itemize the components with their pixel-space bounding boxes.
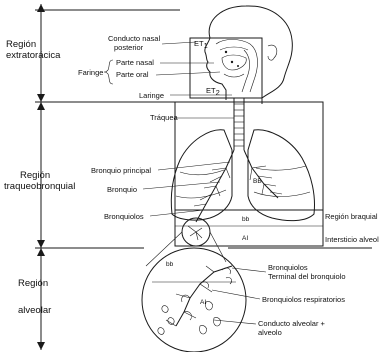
region-extrathoracic-line1: Región [6,39,36,50]
region-tracheobronchial-line1: Región [20,170,50,181]
label-conducto-alveolar-line2: alveolo [258,328,282,337]
magnify-link-left [146,232,182,266]
trachea [234,98,244,150]
label-laringe: Laringe [139,91,164,100]
label-bronquio-principal: Bronquio principal [91,166,151,175]
label-terminal-bronquiolo: Terminal del bronquiolo [268,272,346,281]
label-conducto-alveolar-line1: Conducto alveolar + [258,319,326,328]
leader-bronquio [143,182,220,189]
bb-small-code: bb [242,216,250,223]
et1-code: ET1 [194,39,208,50]
region-tracheobronchial-label: Región traqueobronquial [4,170,75,192]
ai-code: AI [242,235,248,242]
label-bronquiolos-alveolar: Bronquiolos [268,263,308,272]
region-alveolar-line1: Región [18,278,48,289]
leader-bronquiolos-respiratorios [212,290,260,299]
label-conducto-nasal-line1: Conducto nasal [108,34,160,43]
label-faringe: Faringe [78,68,103,77]
label-intersticio: Intersticio alveol [325,235,379,244]
region-extrathoracic-label: Región extratorácica [6,39,61,61]
label-parte-oral: Parte oral [116,70,149,79]
region-alveolar-label: Región alveolar [18,278,51,316]
label-bronquiolos: Bronquiolos [104,212,144,221]
label-bronquio: Bronquio [107,185,137,194]
leader-parte-oral [156,72,220,75]
leader-conducto-nasal [162,42,196,44]
region-extrathoracic-line2: extratorácica [6,50,61,61]
label-conducto-nasal-line2: posterior [114,43,144,52]
label-bronquiolos-respiratorios: Bronquiolos respiratorios [262,295,345,304]
bb-alveolar-code: bb [166,261,174,268]
et2-code: ET2 [206,86,220,97]
alveolar-magnified-circle [142,248,246,352]
label-parte-nasal: Parte nasal [116,58,154,67]
ai-alveolar-code: AI [200,299,206,306]
left-lung [171,130,232,220]
region-alveolar-line2: alveolar [18,305,51,316]
bb-code: BB [253,178,262,185]
leader-bronquiolos [150,210,204,216]
region-tracheobronchial-line2: traqueobronquial [4,181,75,192]
bronchial-tree [194,150,282,222]
faringe-brace [104,60,113,84]
label-region-braquial: Región braquial [325,212,378,221]
label-traquea: Tráquea [150,113,178,122]
